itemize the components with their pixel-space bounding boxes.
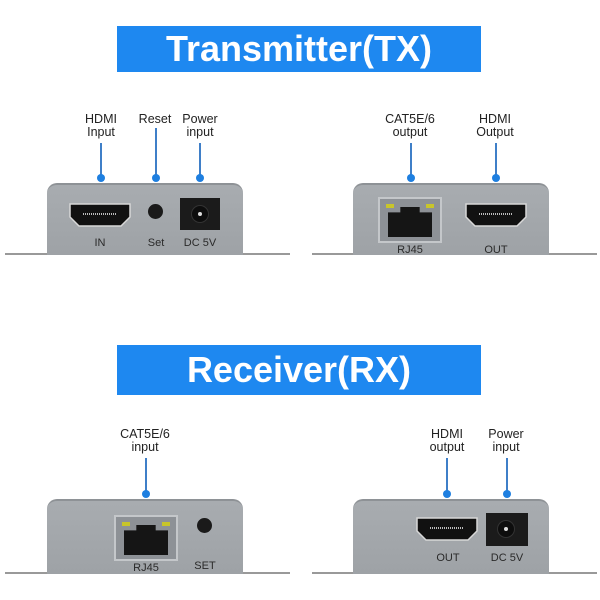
callout-reset: Reset: [138, 112, 172, 126]
callout-dot: [443, 490, 451, 498]
callout-dot: [97, 174, 105, 182]
port-label-in: IN: [94, 237, 106, 249]
hdmi-port-icon: [465, 203, 527, 227]
hdmi-port-icon: [69, 203, 131, 227]
port-label-set: SET: [194, 560, 216, 572]
callout-hdmi-output: HDMI output: [429, 427, 465, 454]
hdmi-port-icon: [416, 517, 478, 541]
callout-power-input: Power input: [182, 112, 218, 139]
port-label-rj45: RJ45: [397, 244, 423, 256]
port-label-dc5v: DC 5V: [183, 237, 217, 249]
callout-line: [446, 458, 448, 491]
receiver-title-banner: Receiver(RX): [117, 345, 481, 395]
reset-button-icon: [148, 204, 163, 219]
transmitter-title-banner: Transmitter(TX): [117, 26, 481, 72]
callout-hdmi-output: HDMI Output: [476, 112, 514, 139]
callout-hdmi-input: HDMI Input: [85, 112, 117, 139]
port-label-set: Set: [147, 237, 165, 249]
port-label-out: OUT: [436, 552, 460, 564]
callout-dot: [196, 174, 204, 182]
callout-line: [506, 458, 508, 491]
set-button-icon: [197, 518, 212, 533]
callout-line: [495, 143, 497, 175]
callout-dot: [492, 174, 500, 182]
callout-cat5e-output: CAT5E/6 output: [385, 112, 435, 139]
port-label-dc5v: DC 5V: [490, 552, 524, 564]
dc-power-jack-icon: [180, 198, 220, 230]
port-label-out: OUT: [484, 244, 508, 256]
callout-dot: [503, 490, 511, 498]
rj45-port-icon: [114, 515, 178, 561]
callout-power-input: Power input: [488, 427, 524, 454]
rj45-port-icon: [378, 197, 442, 243]
callout-line: [410, 143, 412, 175]
callout-line: [145, 458, 147, 491]
callout-cat5e-input: CAT5E/6 input: [120, 427, 170, 454]
callout-line: [199, 143, 201, 175]
callout-line: [155, 128, 157, 175]
callout-line: [100, 143, 102, 175]
port-label-rj45: RJ45: [133, 562, 159, 574]
callout-dot: [152, 174, 160, 182]
callout-dot: [407, 174, 415, 182]
dc-power-jack-icon: [486, 513, 528, 546]
callout-dot: [142, 490, 150, 498]
